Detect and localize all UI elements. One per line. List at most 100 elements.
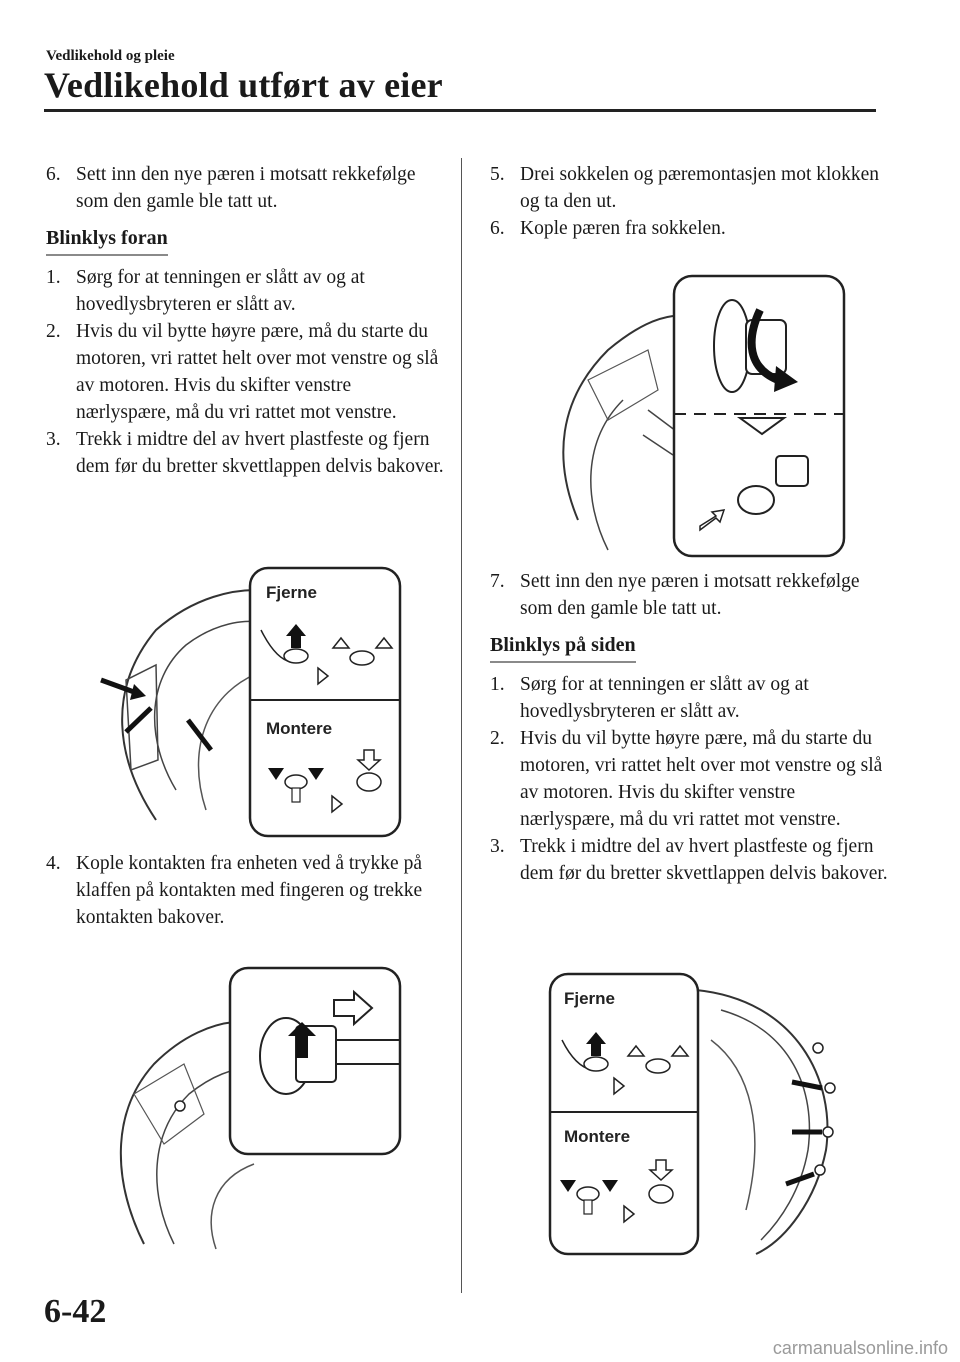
bulb-socket-icon [713, 299, 751, 393]
step-number: 3. [46, 429, 61, 450]
label-remove: Fjerne [564, 989, 615, 1008]
arrowhead-icon [774, 366, 798, 392]
tire-outline [210, 1163, 255, 1250]
step-item: 5. Drei sokkelen og pæremontasjen mot kl… [490, 161, 890, 215]
left-column: 6. Sett inn den nye pæren i motsatt rekk… [46, 161, 446, 480]
pointer-arrow-icon [785, 1171, 815, 1187]
down-arrow-icon [268, 768, 284, 780]
splash-guard [125, 663, 159, 772]
right-column-lower: 7. Sett inn den nye pæren i motsatt rekk… [490, 568, 890, 887]
title-rule [44, 109, 876, 112]
arrowhead-icon [130, 684, 146, 700]
column-divider [461, 158, 462, 1293]
up-arrow-icon [626, 1044, 646, 1057]
socket-icon [775, 455, 809, 487]
step-number: 2. [46, 321, 61, 342]
clip-stem-icon [291, 787, 301, 803]
clip-icon [583, 1056, 609, 1072]
step-item: 3. Trekk i midtre del av hvert plastfest… [490, 833, 890, 887]
detail-panel [248, 566, 402, 838]
step-text: Trekk i midtre del av hvert plastfeste o… [520, 836, 888, 884]
step-number: 4. [46, 853, 61, 874]
wire-icon [336, 1039, 400, 1065]
pointer-arrow-icon [791, 1079, 823, 1091]
clip-icon [648, 1184, 674, 1204]
section-label: Vedlikehold og pleie [46, 48, 175, 64]
down-arrow-icon [648, 1159, 674, 1182]
down-arrow-icon [736, 417, 788, 436]
wheel-arch [153, 620, 257, 791]
pointer-arrow-icon [124, 706, 153, 734]
fender-outline [119, 1021, 235, 1245]
step-number: 2. [490, 728, 505, 749]
right-arrow-icon [333, 989, 374, 1027]
right-arrow-icon [317, 666, 330, 686]
figure-clip-removal-front: Fjerne Montere [96, 560, 406, 842]
subheading-front-indicator: Blinklys foran [46, 225, 168, 256]
left-column-lower: 4. Kople kontakten fra enheten ved å try… [46, 850, 446, 931]
clip-hole-icon [812, 1042, 824, 1054]
step-item: 1. Sørg for at tenningen er slått av og … [490, 671, 890, 725]
right-column: 5. Drei sokkelen og pæremontasjen mot kl… [490, 161, 890, 242]
tire-outline [710, 1039, 756, 1211]
step-number: 5. [490, 164, 505, 185]
label-install: Montere [266, 719, 332, 738]
step-number: 1. [490, 674, 505, 695]
fender-outline [121, 589, 257, 821]
clip-icon [576, 1186, 600, 1202]
up-arrow-icon [586, 1032, 606, 1056]
subheading-side-indicator: Blinklys på siden [490, 632, 636, 663]
step-text: Drei sokkelen og pæremontasjen mot klokk… [520, 164, 880, 212]
page-number: 6-42 [44, 1293, 107, 1330]
clip-icon [284, 774, 308, 790]
wheel-arch [156, 1068, 245, 1245]
down-arrow-icon [560, 1180, 576, 1192]
step-text: Kople pæren fra sokkelen. [520, 218, 726, 239]
step-text: Sørg for at tenningen er slått av og at … [76, 267, 365, 315]
clip-hole-icon [824, 1082, 836, 1094]
pull-arrow-icon [699, 509, 726, 532]
clip-hole-icon [822, 1126, 834, 1138]
step-number: 1. [46, 267, 61, 288]
clip-stem-icon [583, 1199, 593, 1215]
right-arrow-icon [623, 1204, 636, 1224]
up-arrow-icon [288, 1022, 316, 1058]
wheel-arch [590, 399, 624, 551]
watermark: carmanualsonline.info [772, 1338, 948, 1358]
step-text: Sett inn den nye pæren i motsatt rekkefø… [520, 571, 860, 619]
figure-bulb-socket-removal [548, 270, 850, 560]
step-item: 6. Kople pæren fra sokkelen. [490, 215, 890, 242]
step-item: 4. Kople kontakten fra enheten ved å try… [46, 850, 446, 931]
clip-hole-icon [814, 1164, 826, 1176]
step-text: Trekk i midtre del av hvert plastfeste o… [76, 429, 444, 477]
rotate-arrow-icon [747, 308, 780, 384]
connector-spot-icon [174, 1100, 186, 1112]
step-item: 6. Sett inn den nye pæren i motsatt rekk… [46, 161, 446, 215]
pointer-arrow-icon [186, 718, 213, 752]
step-item: 3. Trekk i midtre del av hvert plastfest… [46, 426, 446, 480]
up-arrow-icon [670, 1044, 690, 1057]
step-number: 6. [490, 218, 505, 239]
fender-outline [562, 315, 674, 521]
figure-clip-removal-side: Fjerne Montere [546, 970, 856, 1260]
pointer-arrow-icon [100, 677, 135, 695]
down-arrow-icon [356, 749, 382, 772]
step-item: 1. Sørg for at tenningen er slått av og … [46, 264, 446, 318]
up-arrow-icon [286, 624, 306, 648]
label-remove: Fjerne [266, 583, 317, 602]
label-install: Montere [564, 1127, 630, 1146]
step-item: 7. Sett inn den nye pæren i motsatt rekk… [490, 568, 890, 622]
step-text: Sett inn den nye pæren i motsatt rekkefø… [76, 164, 416, 212]
step-text: Sørg for at tenningen er slått av og at … [520, 674, 809, 722]
figure-connector-removal [104, 964, 404, 1254]
step-number: 7. [490, 571, 505, 592]
page-title: Vedlikehold utført av eier [44, 65, 443, 105]
right-arrow-icon [331, 794, 344, 814]
clip-icon [356, 772, 382, 792]
step-text: Hvis du vil bytte høyre pære, må du star… [520, 728, 883, 830]
step-item: 2. Hvis du vil bytte høyre pære, må du s… [490, 725, 890, 833]
down-arrow-icon [308, 768, 324, 780]
bulb-icon [737, 485, 775, 515]
headlamp-housing [587, 349, 659, 421]
clip-icon [645, 1058, 671, 1074]
